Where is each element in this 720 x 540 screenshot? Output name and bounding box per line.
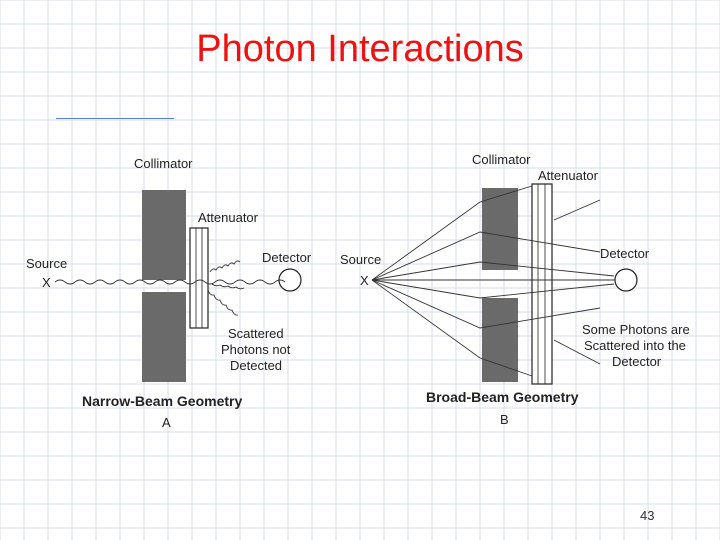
- letter-b: B: [500, 412, 509, 427]
- collimator-a-top: [142, 190, 186, 280]
- attenuator-label-b: Attenuator: [538, 168, 599, 183]
- title-underline: [56, 118, 174, 119]
- photon-geometry-figure: Collimator Attenuator Detector Source X …: [26, 152, 690, 430]
- source-marker-a: X: [42, 275, 51, 290]
- scattered-label-a-1: Scattered: [228, 326, 284, 341]
- collimator-b-top: [482, 188, 518, 270]
- slide-title: Photon Interactions: [196, 28, 524, 70]
- scattered-label-b-1: Some Photons are: [582, 322, 690, 337]
- attenuator-b: [531, 183, 553, 385]
- caption-a: Narrow-Beam Geometry: [82, 393, 242, 409]
- scattered-label-a-3: Detected: [230, 358, 282, 373]
- caption-b: Broad-Beam Geometry: [426, 389, 579, 405]
- source-marker-b: X: [360, 273, 369, 288]
- narrow-beam-diagram: Collimator Attenuator Detector Source X …: [26, 156, 312, 430]
- detector-label-b: Detector: [600, 246, 650, 261]
- detector-b: [614, 268, 638, 292]
- source-label-a: Source: [26, 256, 67, 271]
- collimator-a-bottom: [142, 292, 186, 382]
- broad-beam-rays: [371, 185, 615, 377]
- broad-beam-diagram: Collimator Attenuator Detector Source X …: [340, 152, 690, 427]
- collimator-label-a: Collimator: [134, 156, 193, 171]
- scattered-label-b-3: Detector: [612, 354, 662, 369]
- collimator-b-bottom: [482, 298, 518, 382]
- detector-label-a: Detector: [262, 250, 312, 265]
- scatter-ray-a-mid: [211, 283, 245, 290]
- collimator-label-b: Collimator: [472, 152, 531, 167]
- attenuator-label-a: Attenuator: [198, 210, 259, 225]
- scattered-label-a-2: Photons not: [221, 342, 291, 357]
- source-label-b: Source: [340, 252, 381, 267]
- scatter-ray-a-down: [207, 289, 239, 316]
- attenuator-a: [189, 227, 209, 329]
- scattered-label-b-2: Scattered into the: [584, 338, 686, 353]
- slide-number: 43: [640, 508, 655, 523]
- scatter-ray-a-up: [209, 260, 241, 273]
- beam-a: [54, 279, 286, 285]
- letter-a: A: [162, 415, 171, 430]
